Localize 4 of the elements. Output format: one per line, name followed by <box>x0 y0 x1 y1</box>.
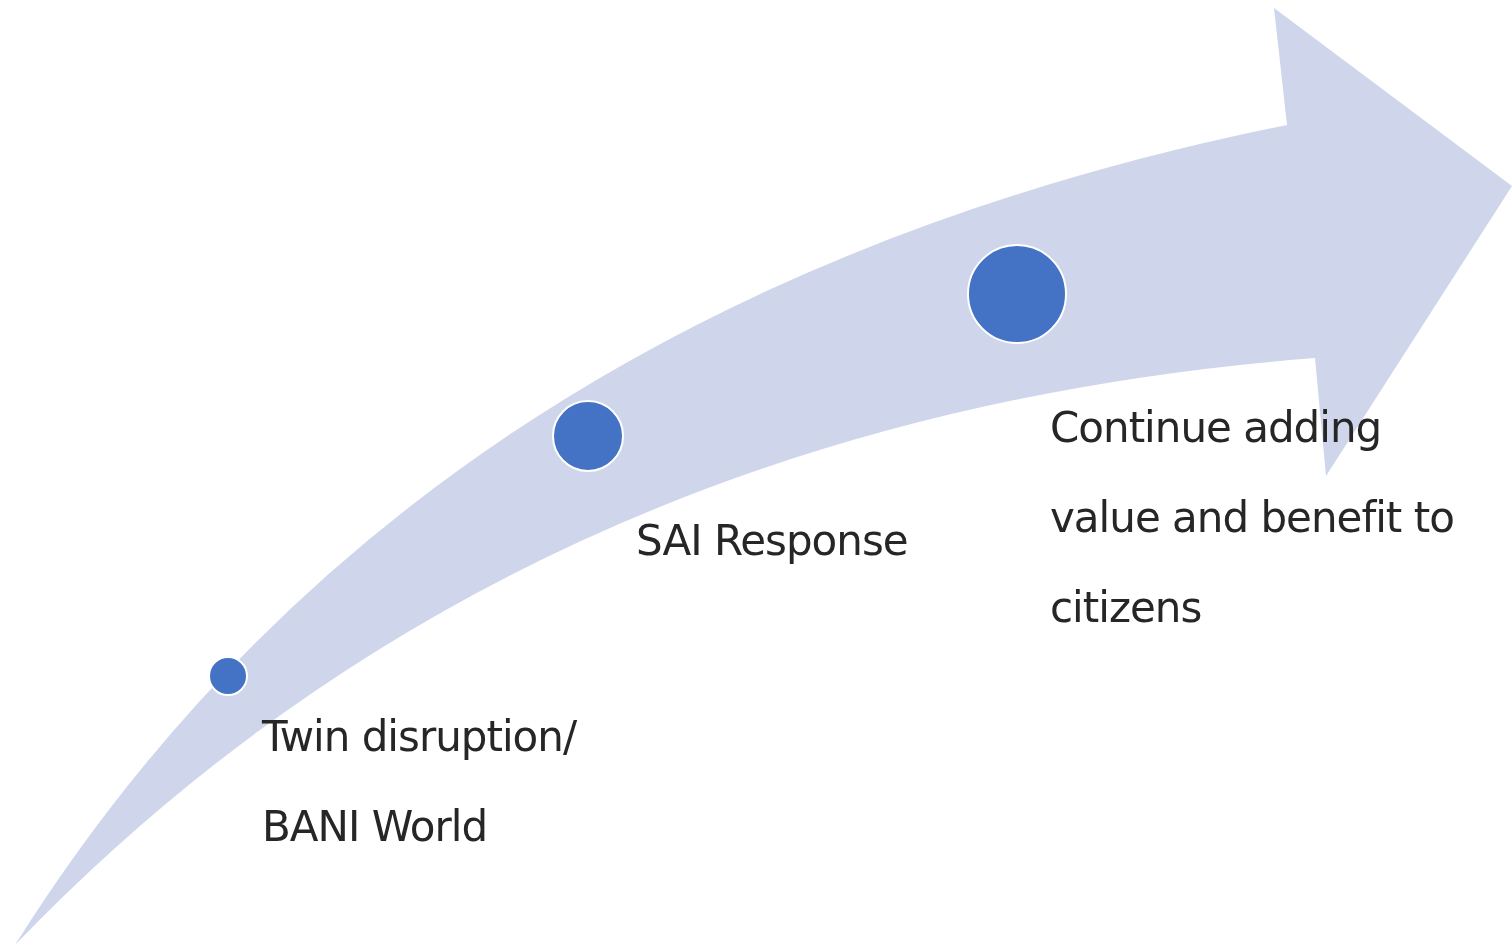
milestone-label: SAI Response <box>636 515 909 567</box>
milestone-dot <box>208 656 248 696</box>
milestone-label: Twin disruption/ BANI World <box>262 711 578 853</box>
milestone-label: Continue adding value and benefit to citizens <box>1050 402 1455 634</box>
